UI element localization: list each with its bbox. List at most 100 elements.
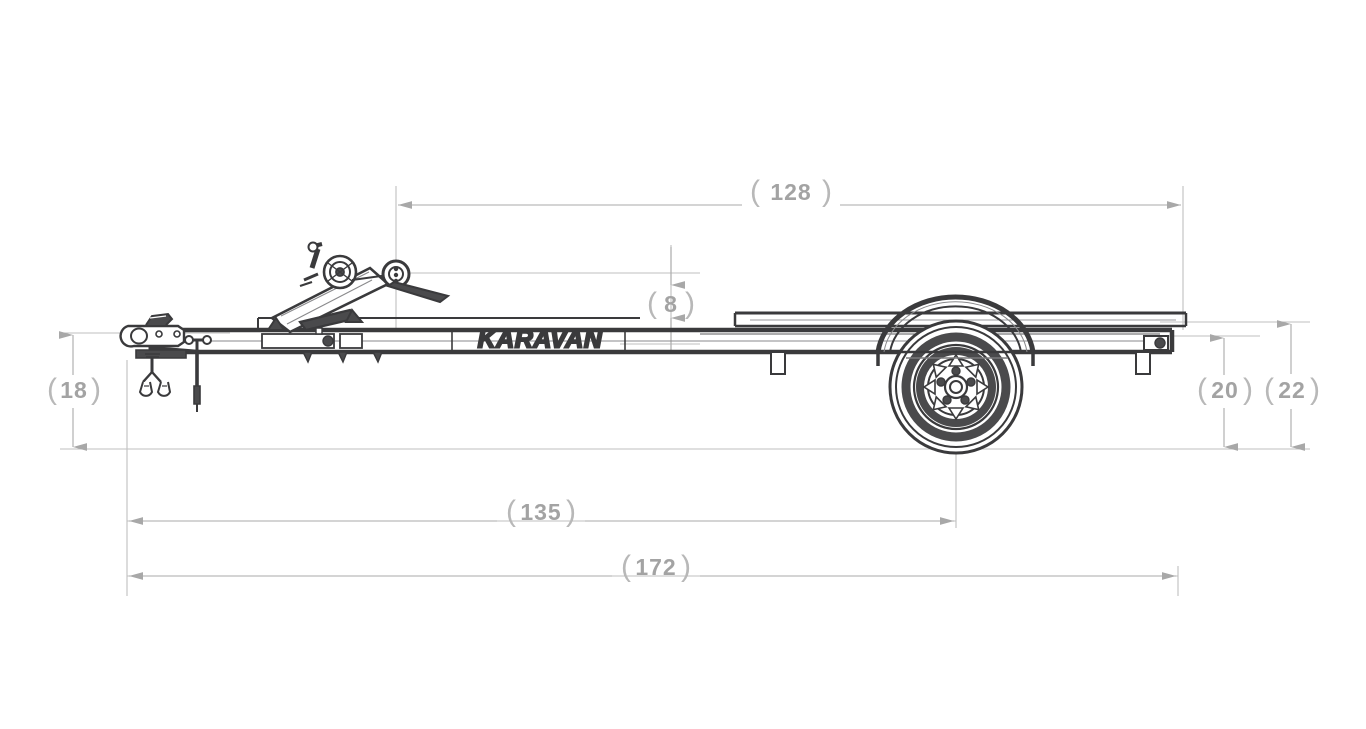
winch-post-foot-front <box>266 316 286 331</box>
id-plate-rect <box>261 333 335 349</box>
dim-172-open-paren: ( <box>621 550 631 583</box>
vent-slot-6 <box>932 395 948 411</box>
vent-slot-3 <box>976 378 990 396</box>
dim-135-open-paren: ( <box>506 495 516 528</box>
rear-taillight <box>1143 335 1169 351</box>
dim-18-value: 18 <box>60 377 88 403</box>
safety-chains <box>138 353 172 397</box>
fender-inner-arc <box>889 305 1022 353</box>
winch-post-assembly <box>266 241 451 335</box>
dim-20-close-paren: ) <box>1243 373 1253 406</box>
coupler-bolt-2 <box>173 330 181 338</box>
vent-slot-4 <box>964 395 980 411</box>
dimension-8-winch-height: ( 8 ) <box>647 287 695 320</box>
fender-skirt <box>876 352 1035 366</box>
dim-8-value: 8 <box>664 291 678 317</box>
chain-hook-left <box>138 381 154 397</box>
dim-8-open-paren: ( <box>647 287 657 320</box>
underframe-brackets <box>301 351 384 364</box>
coupler-hitch <box>119 312 187 359</box>
dim-18-close-paren: ) <box>91 373 101 406</box>
dim-128-open-paren: ( <box>750 175 760 208</box>
rim-vent-slots <box>922 353 990 421</box>
winch-handle-bracket-2 <box>299 280 313 288</box>
dim-172-close-paren: ) <box>681 550 691 583</box>
coupler-lower-plate <box>135 349 187 359</box>
jack-handle-knob-left <box>184 335 194 345</box>
dim-22-open-paren: ( <box>1264 373 1274 406</box>
bow-roller-arm <box>385 280 451 304</box>
wheel-assembly <box>888 319 1024 455</box>
jack-handle-knob-right <box>202 335 212 345</box>
lug-nut-1 <box>951 366 961 376</box>
vent-slot-7 <box>922 378 936 396</box>
dim-8-close-paren: ) <box>685 287 695 320</box>
dimension-labels-group: ( 128 ) ( 8 ) ( 18 ) ( 20 ) ( 22 ) ( 135… <box>47 175 1320 583</box>
coupler-socket <box>130 327 148 345</box>
winch-post-foot-rear <box>344 308 365 323</box>
taillight-bulb <box>1154 337 1166 349</box>
lug-nut-2 <box>966 377 976 387</box>
tongue-id-plate <box>261 333 363 349</box>
axle-suspension <box>900 350 1015 359</box>
dim-22-close-paren: ) <box>1310 373 1320 406</box>
hub-center <box>949 380 963 394</box>
dim-20-value: 20 <box>1211 377 1239 403</box>
dimension-135-axle-to-coupler: ( 135 ) <box>506 495 576 528</box>
dim-20-open-paren: ( <box>1197 373 1207 406</box>
tongue-jack <box>184 335 212 412</box>
dimension-22-overall-height: ( 22 ) <box>1264 373 1320 406</box>
dim-128-value: 128 <box>770 179 811 205</box>
lug-nut-5 <box>936 377 946 387</box>
karavan-brand-logo: KARAVAN <box>478 326 603 354</box>
support-post-rear <box>1135 351 1151 375</box>
vent-slot-1 <box>947 353 965 367</box>
chain-hook-right <box>156 381 172 397</box>
dimension-arrows-group <box>59 201 1305 580</box>
fender <box>875 294 1036 366</box>
bow-roller-dot-2 <box>393 272 399 278</box>
winch-mount-tab <box>315 327 323 335</box>
bracket-2 <box>336 351 349 364</box>
tire-tread-band <box>901 332 1011 442</box>
dimension-128-deck-length: ( 128 ) <box>750 175 832 208</box>
id-plate-stud <box>322 335 334 347</box>
bow-roller-dot-1 <box>393 266 399 272</box>
bracket-1 <box>301 351 314 364</box>
dim-128-close-paren: ) <box>822 175 832 208</box>
lug-nut-3 <box>960 395 970 405</box>
coupler-bolt-1 <box>155 330 163 338</box>
dim-18-open-paren: ( <box>47 373 57 406</box>
frame-segment-lines <box>451 331 626 351</box>
chain-split <box>142 371 162 383</box>
bunk-support-posts <box>770 351 1151 375</box>
vent-slot-5 <box>947 407 965 421</box>
jack-foot <box>193 385 201 405</box>
support-post-mid <box>770 351 786 375</box>
winch-post-line-2 <box>286 279 373 325</box>
chain-links <box>145 353 160 358</box>
winch-handle-arm <box>309 248 321 269</box>
trailer-assembly: KARAVAN <box>119 241 1188 455</box>
dim-135-value: 135 <box>520 499 561 525</box>
vent-slot-8 <box>932 363 948 379</box>
dim-172-value: 172 <box>635 554 676 580</box>
lug-nut-4 <box>942 395 952 405</box>
dimension-172-overall-length: ( 172 ) <box>621 550 691 583</box>
tire-sidewall <box>895 326 1017 448</box>
winch-handle-bracket <box>303 272 319 282</box>
id-plate-small-square <box>339 333 363 349</box>
dim-135-close-paren: ) <box>566 495 576 528</box>
vent-slot-2 <box>964 363 980 379</box>
bracket-3 <box>371 351 384 364</box>
winch-drum-spokes <box>327 262 353 282</box>
fender-midline <box>883 301 1028 353</box>
dimension-18-coupler-height: ( 18 ) <box>47 373 101 406</box>
coupler-latch-detail <box>149 315 167 319</box>
winch-handle-knob <box>307 241 319 253</box>
dim-22-value: 22 <box>1278 377 1306 403</box>
coupler-latch-lever <box>145 312 174 326</box>
